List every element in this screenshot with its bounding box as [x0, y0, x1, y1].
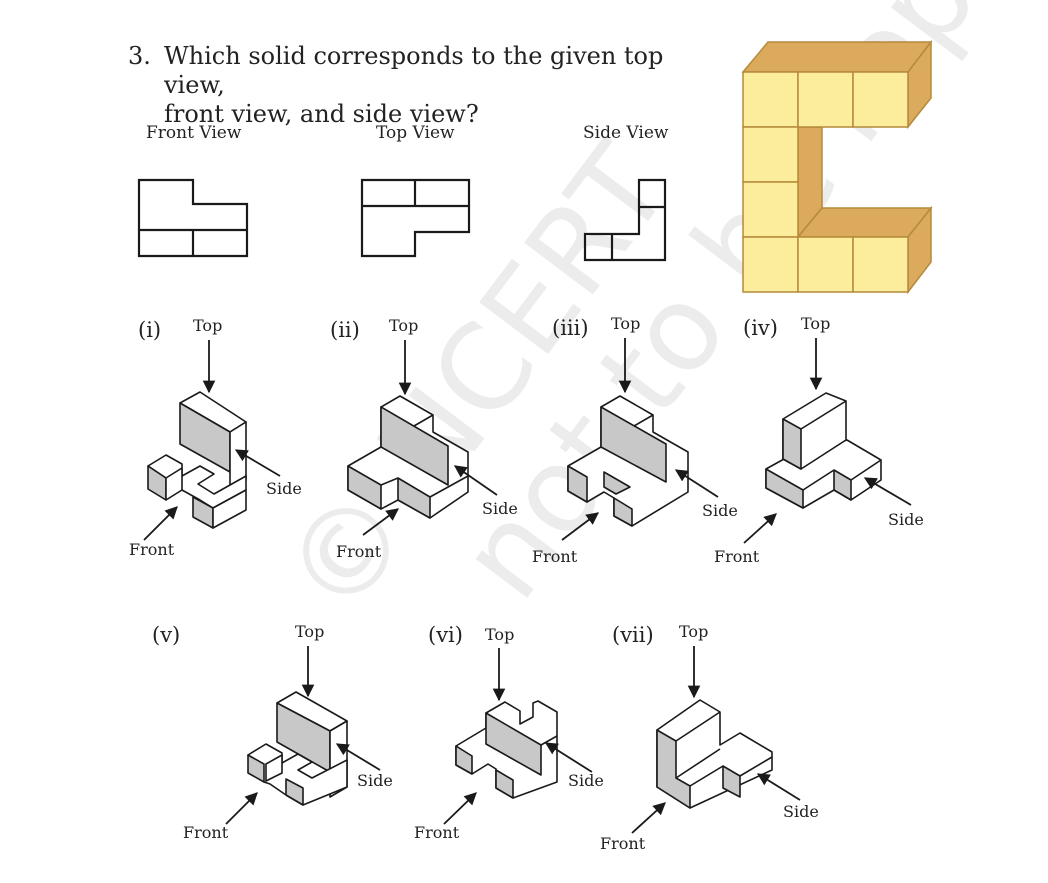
front-label-i: Front [129, 540, 175, 559]
side-label-iv: Side [888, 510, 924, 529]
top-label-iv: Top [801, 314, 831, 333]
option-label-iv: (iv) [743, 316, 778, 340]
front-view-drawing [137, 178, 249, 258]
solid-option-v [247, 691, 348, 806]
top-label-vi: Top [485, 625, 515, 644]
top-label-vii: Top [679, 622, 709, 641]
question-text-line-2: front view, and side view? [164, 100, 479, 128]
top-view-label: Top View [376, 123, 455, 143]
option-label-vii: (vii) [612, 623, 654, 647]
top-label-v: Top [295, 622, 325, 641]
c-shaped-cube-stack [741, 39, 933, 295]
front-label-vii: Front [600, 834, 646, 853]
front-label-v: Front [183, 823, 229, 842]
top-label-iii: Top [611, 314, 641, 333]
solid-option-vii [656, 699, 773, 809]
side-label-vii: Side [783, 802, 819, 821]
side-label-i: Side [266, 479, 302, 498]
side-view-drawing [583, 178, 667, 262]
question-text-line-1: Which solid corresponds to the given top… [164, 42, 664, 99]
option-label-v: (v) [152, 623, 181, 647]
top-view-drawing [360, 178, 471, 258]
side-label-v: Side [357, 771, 393, 790]
top-label-ii: Top [389, 316, 419, 335]
question-number: 3. [128, 42, 151, 70]
solid-option-i [147, 391, 247, 529]
front-label-iii: Front [532, 547, 578, 566]
front-view-label: Front View [146, 123, 242, 143]
option-label-ii: (ii) [330, 318, 360, 342]
option-label-iii: (iii) [552, 316, 589, 340]
solid-option-iv [765, 392, 882, 509]
front-label-vi: Front [414, 823, 460, 842]
side-label-vi: Side [568, 771, 604, 790]
option-label-vi: (vi) [428, 623, 463, 647]
front-label-iv: Front [714, 547, 760, 566]
side-label-ii: Side [482, 499, 518, 518]
side-view-label: Side View [583, 123, 669, 143]
front-label-ii: Front [336, 542, 382, 561]
solid-option-ii [347, 395, 469, 519]
top-label-i: Top [193, 316, 223, 335]
side-label-iii: Side [702, 501, 738, 520]
solid-option-iii [567, 395, 689, 527]
solid-option-vi [455, 700, 558, 799]
option-label-i: (i) [138, 318, 162, 342]
question: 3. Which solid corresponds to the given … [128, 42, 728, 129]
